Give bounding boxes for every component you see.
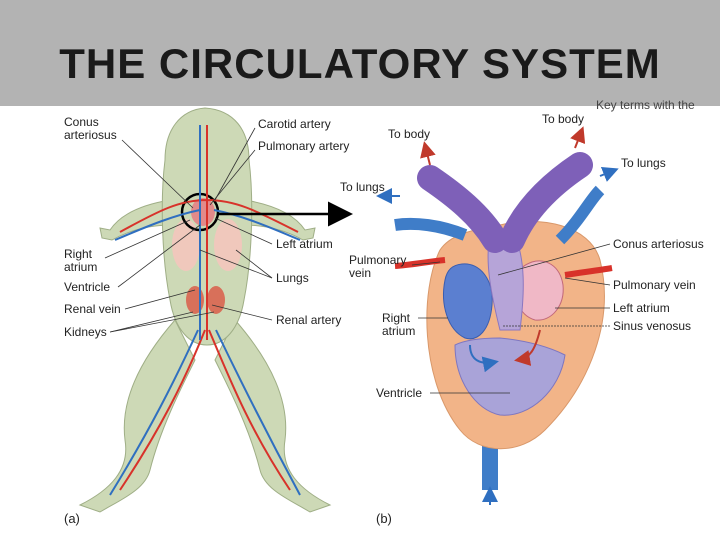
frog-left-lung [172,219,200,271]
heart-illustration [376,126,619,505]
heart-left-atrium-chamber [515,260,564,321]
label-to-lungs-right: To lungs [621,156,666,170]
frog-artery-main [119,125,299,491]
title-bar [0,0,720,106]
label-pulmonary-vein-b-left: Pulmonary vein [349,253,407,280]
label-right-atrium-b: Right atrium [382,311,416,338]
to-lungs-arrow-right [599,167,619,182]
panel-b-tag: (b) [376,511,392,526]
heart-aorta-left [417,165,508,253]
frog-right-kidney [207,286,225,314]
frog-left-arm [99,199,173,241]
label-pulmonary-artery: Pulmonary artery [258,139,350,153]
frog-right-lung [214,219,242,271]
panel-a-tag: (a) [64,511,80,526]
label-left-atrium-a: Left atrium [276,237,333,251]
heart-aorta-right [499,152,593,253]
frog-illustration [78,107,353,513]
label-sinus-venosus: Sinus venosus [613,319,692,333]
slide-title: THE CIRCULATORY SYSTEM [59,40,661,87]
label-ventricle-b: Ventricle [376,386,423,400]
label-ventricle-a: Ventricle [64,280,111,294]
top-note: Key terms with the [596,98,695,112]
label-renal-artery: Renal artery [276,313,342,327]
label-right-atrium-a: Right atrium [64,247,98,274]
heart-conus-arteriosus [487,234,524,331]
label-renal-vein: Renal vein [64,302,121,316]
label-to-lungs-left: To lungs [340,180,385,194]
frog-right-arm [242,199,316,241]
frog-left-leg [78,319,196,513]
heart-pulmonary-vein-right [564,265,613,278]
panel-b-leader-lines [411,243,611,394]
label-to-body-right: To body [542,112,585,126]
label-left-atrium-b: Left atrium [613,301,670,315]
heart-right-atrium-chamber [443,263,493,340]
label-kidneys: Kidneys [64,325,107,339]
to-body-arrow-left [420,141,436,166]
label-conus-arteriosus-b: Conus arteriosus [613,237,704,251]
panel-a-leader-lines [104,127,273,333]
to-body-arrow-right [570,126,586,149]
label-to-body-left: To body [388,127,431,141]
frog-heart [191,198,215,226]
heart-vessel-left-blue [394,217,468,241]
flow-arrow-red [514,329,541,366]
label-carotid-artery: Carotid artery [258,117,331,131]
heart-pulmonary-vein-left [394,257,446,269]
label-conus-arteriosus-a: Conus arteriosus [64,115,117,142]
flow-arrow-blue [469,344,499,373]
label-pulmonary-vein-b-right: Pulmonary vein [613,278,696,292]
frog-vein-main [109,125,301,496]
label-lungs: Lungs [276,271,309,285]
frog-right-leg [214,319,332,513]
heart-vessel-right-blue [555,185,605,245]
